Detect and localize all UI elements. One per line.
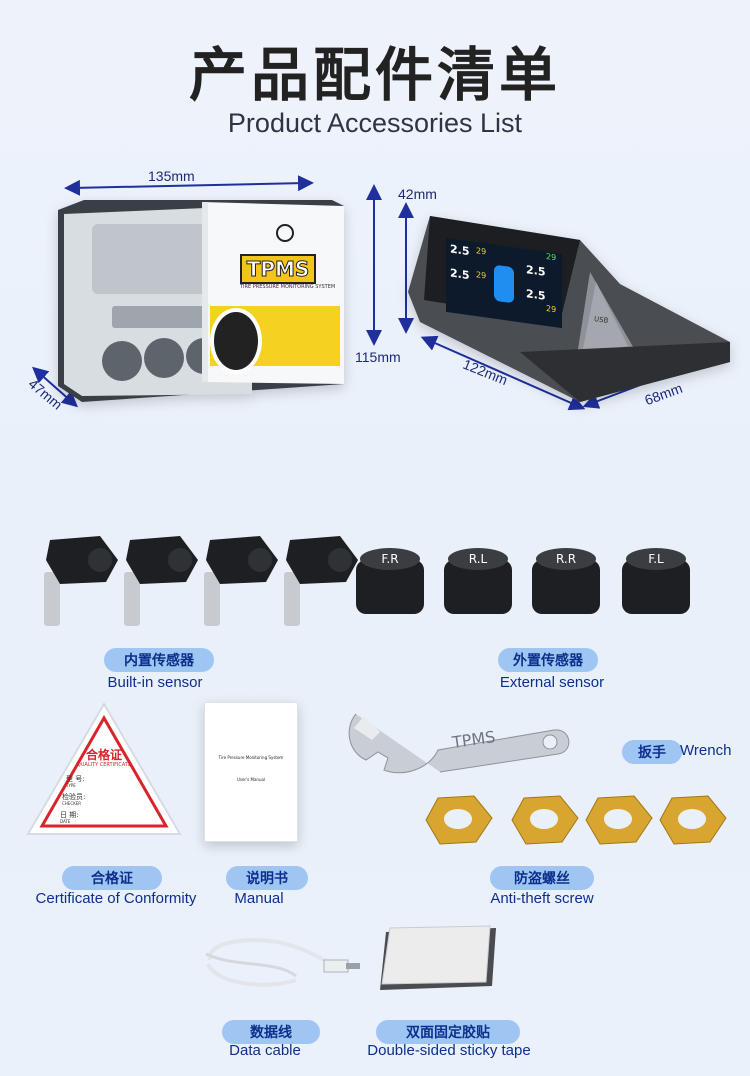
- manual-line1: Tire Pressure Monitoring System: [218, 755, 284, 760]
- cert-field-date: 日 期:: [60, 811, 79, 819]
- screw-4: [659, 795, 727, 845]
- cert-field-type: 型 号:: [66, 775, 85, 783]
- builtin-sensor-1: [44, 536, 118, 626]
- certificate-subtitle: QUALITY CERTIFICATE: [76, 762, 132, 768]
- temp-fr: 29: [546, 251, 557, 263]
- sticky-tape: [380, 925, 496, 990]
- builtin-sensor-tag: 内置传感器: [104, 648, 214, 672]
- builtin-sensor-2: [124, 536, 198, 626]
- builtin-sensor-4: [284, 536, 358, 626]
- certificate-title: 合格证: [85, 748, 122, 762]
- certificate-label: Certificate of Conformity: [35, 890, 197, 907]
- manual-tag: 说明书: [226, 866, 308, 890]
- temp-fl: 29: [476, 246, 487, 257]
- cert-field-checker: 检验员:: [62, 793, 86, 801]
- box-width-label: 135mm: [148, 168, 195, 184]
- external-sensor-rr: R.R: [532, 546, 600, 618]
- box-brand: TPMS: [240, 254, 316, 284]
- box-height-label: 115mm: [355, 349, 401, 365]
- screw-tag: 防盗螺丝: [490, 866, 594, 890]
- cert-field-date-en: DATE: [60, 819, 71, 824]
- page-title: 产品配件清单: [188, 41, 561, 109]
- screw-2: [511, 795, 579, 845]
- monitor-height-label: 42mm: [398, 186, 437, 202]
- wrench-label: Wrench: [680, 742, 732, 759]
- cable-tag: 数据线: [222, 1020, 320, 1044]
- cable-label: Data cable: [229, 1042, 301, 1059]
- reading-fl: 2.5: [450, 242, 470, 259]
- external-sensor-rl: R.L: [444, 546, 512, 618]
- screw-3: [585, 795, 653, 845]
- builtin-sensors: [44, 536, 358, 626]
- cap-label-fl: F.L: [626, 548, 686, 570]
- tire-graphic: [210, 308, 262, 374]
- cap-label-fr: F.R: [360, 548, 420, 570]
- screw-1: [425, 795, 493, 845]
- tpms-icon: [276, 224, 294, 242]
- certificate-tag: 合格证: [62, 866, 162, 890]
- external-sensor-fr: F.R: [356, 546, 424, 618]
- external-sensor-tag: 外置传感器: [498, 648, 598, 672]
- manual-label: Manual: [234, 890, 284, 907]
- certificate-card: 合格证 QUALITY CERTIFICATE 型 号: TYPE 检验员: C…: [24, 700, 184, 840]
- reading-rr: 2.5: [526, 287, 546, 303]
- reading-rl: 2.5: [450, 266, 470, 283]
- page-subtitle: Product Accessories List: [227, 108, 523, 138]
- builtin-sensor-label: Built-in sensor: [107, 674, 203, 691]
- data-cable: [205, 938, 360, 987]
- car-icon: [494, 264, 514, 304]
- box-subtitle: TIRE PRESSURE MONITORING SYSTEM: [240, 284, 336, 290]
- tape-label: Double-sided sticky tape: [367, 1042, 531, 1059]
- temp-rr: 29: [546, 303, 557, 315]
- anti-theft-screws: [425, 795, 727, 845]
- external-sensor-fl: F.L: [622, 546, 690, 618]
- builtin-sensor-3: [204, 536, 278, 626]
- manual-line2: User's Manual: [236, 777, 266, 782]
- external-sensor-label: External sensor: [499, 674, 605, 691]
- reading-fr: 2.5: [526, 263, 546, 279]
- cert-field-checker-en: CHECKER: [62, 801, 82, 806]
- temp-rl: 29: [476, 270, 487, 281]
- cap-label-rl: R.L: [448, 548, 508, 570]
- monitor-device: 2.5 2.5 2.5 2.5 29 29 29 29 USB: [400, 212, 740, 408]
- tape-tag: 双面固定胶贴: [376, 1020, 520, 1044]
- product-box: TPMS TIRE PRESSURE MONITORING SYSTEM: [52, 196, 352, 406]
- wrench: [348, 713, 570, 774]
- screw-label: Anti-theft screw: [490, 890, 594, 907]
- manual-card: Tire Pressure Monitoring System User's M…: [204, 702, 298, 842]
- wrench-tag: 扳手: [622, 740, 682, 764]
- cap-label-rr: R.R: [536, 548, 596, 570]
- cert-field-type-en: TYPE: [66, 783, 76, 788]
